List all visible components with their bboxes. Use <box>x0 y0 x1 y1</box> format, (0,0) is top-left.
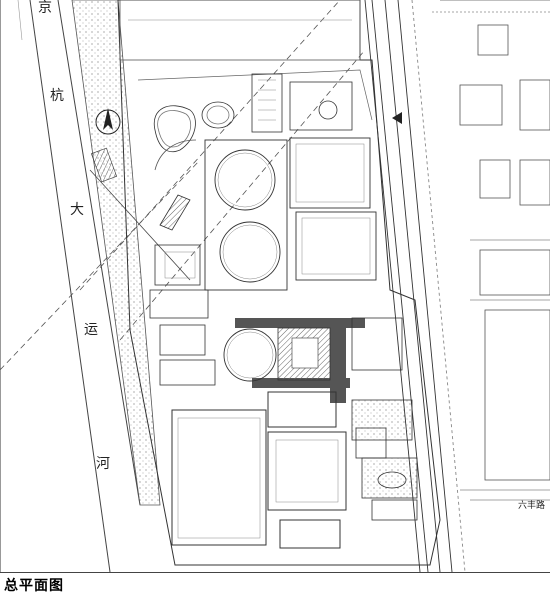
canal-bank <box>71 0 161 506</box>
north-arrow <box>95 108 121 135</box>
lower-tank <box>223 328 277 382</box>
canal-name: 京 杭 大 运 河 <box>38 0 110 472</box>
top-parcel <box>119 0 361 61</box>
lower-basins <box>171 391 347 549</box>
site-plan-drawing: 京 杭 大 运 河 <box>0 0 550 572</box>
entrance-arrow <box>392 112 402 124</box>
canal-char-1: 京 <box>38 0 52 16</box>
canal <box>0 0 141 572</box>
left-buildings <box>149 244 216 386</box>
highlighted-process-area <box>235 318 365 403</box>
process-building-right <box>351 317 403 371</box>
ramp <box>159 194 191 231</box>
canal-char-2: 杭 <box>50 88 64 104</box>
canal-char-5: 河 <box>96 456 110 472</box>
diagonal-line <box>89 169 191 281</box>
right-lower-buildings <box>351 399 418 521</box>
canal-char-4: 运 <box>84 322 98 338</box>
admin-block <box>251 73 353 133</box>
tank-block <box>204 139 288 291</box>
figure-caption: 总平面图 <box>4 578 64 594</box>
road-label: 六丰路 <box>518 499 545 511</box>
caption-bar: 总平面图 <box>0 572 550 595</box>
canal-char-3: 大 <box>70 202 84 218</box>
garden-features <box>153 101 235 171</box>
rect-tanks <box>289 137 377 281</box>
neighbor-blocks <box>432 0 550 501</box>
small-shed <box>90 147 118 183</box>
rail-road <box>364 0 466 572</box>
diagonal-dashed-lines <box>0 0 366 371</box>
